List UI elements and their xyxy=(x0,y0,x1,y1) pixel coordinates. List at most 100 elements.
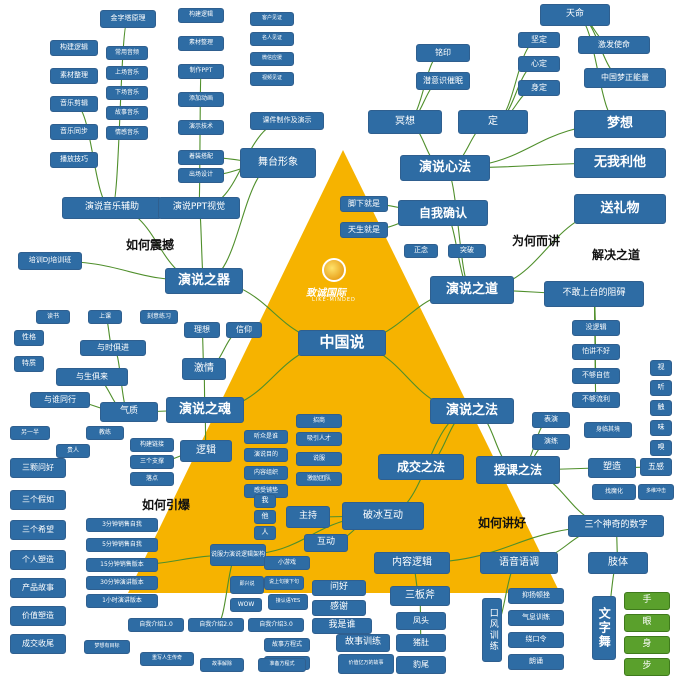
logic-item: 构建链接 xyxy=(130,438,174,452)
center-node: 中国说 xyxy=(298,330,386,356)
golden-node: 金字塔原理 xyxy=(100,10,156,28)
shape-node: 塑造 xyxy=(588,458,636,478)
three-numbers-node: 三个神奇的数字 xyxy=(568,515,664,537)
settle-item: 坚定 xyxy=(518,32,560,48)
passion-item: 理想 xyxy=(184,322,220,338)
music-item: 音乐剪辑 xyxy=(50,96,98,112)
ppt-item: 演示技术 xyxy=(178,120,224,135)
teach-mid: 身临其境 xyxy=(584,422,632,438)
left-col-item: 三个假如 xyxy=(10,490,66,510)
left-col-item: 成交收尾 xyxy=(10,634,66,654)
music-sub: 常用音频 xyxy=(106,46,148,60)
teach-item: 演练 xyxy=(532,434,570,450)
magic-item: 说上句接下句 xyxy=(264,576,304,590)
left-col-item: 三颗问好 xyxy=(10,458,66,478)
ppt-item: 制作PPT xyxy=(178,64,224,79)
music-sub: 下场音乐 xyxy=(106,86,148,100)
music-item: 音乐同步 xyxy=(50,124,98,140)
mandate-item: 激发使命 xyxy=(578,36,650,54)
gift-node: 送礼物 xyxy=(574,194,666,224)
voice-node: 语音语调 xyxy=(480,552,558,574)
branch-fa: 演说之法 xyxy=(430,398,514,424)
sense-item: 触 xyxy=(650,400,672,416)
teach-item: 表演 xyxy=(532,412,570,428)
logo-icon xyxy=(322,258,346,282)
music-item: 素材整理 xyxy=(50,68,98,84)
label-ruhe-zhenhan: 如何震撼 xyxy=(126,238,175,252)
persuade-node: 说服力演说逻辑架构 xyxy=(210,544,266,566)
logo-name: 致诚国际 xyxy=(306,288,346,299)
interact-node: 破冰互动 xyxy=(342,502,424,530)
meditation-item: 潜意识催眠 xyxy=(416,72,470,90)
multi-voice-node: 多维冲击 xyxy=(638,484,674,500)
logic-node: 逻辑 xyxy=(180,440,232,462)
magic-item: 即兴说 xyxy=(230,576,264,594)
who-node: 我是谁 xyxy=(312,618,372,634)
story-item: 故事方程式 xyxy=(264,638,310,652)
role-item: 人 xyxy=(254,526,276,540)
dream-node: 梦想 xyxy=(574,110,666,138)
magic-item: 接认语YES xyxy=(268,594,308,610)
speech-level: 5分钟销售自我 xyxy=(86,538,158,552)
intro-sub: 故事解除 xyxy=(200,658,244,672)
qizhi-item: 另一半 xyxy=(10,426,50,440)
voice-item: 绕口令 xyxy=(508,632,564,648)
ppt-item: 添加动画 xyxy=(178,92,224,107)
connect-sub: 刻意练习 xyxy=(140,310,178,324)
confirm-node: 自我确认 xyxy=(398,200,488,226)
sense-item: 听 xyxy=(650,380,672,396)
selfless-node: 无我利他 xyxy=(574,148,666,178)
passion-item: 信仰 xyxy=(226,322,262,338)
music-sub: 故事音乐 xyxy=(106,106,148,120)
ppt-sub: 微信应援 xyxy=(250,52,294,66)
music-item: 构建逻辑 xyxy=(50,40,98,56)
logo-sub: LIKE-MINDED xyxy=(312,297,356,303)
connect-item: 与谁同行 xyxy=(30,392,90,408)
fear-node: 不敢上台的阻碍 xyxy=(544,281,644,307)
stage-item: 着装搭配 xyxy=(178,150,224,165)
ppt-item: 构建逻辑 xyxy=(178,8,224,23)
stage-node: 舞台形象 xyxy=(240,148,316,178)
content-logic-node: 内容逻辑 xyxy=(374,552,450,574)
text-dance-item: 眼 xyxy=(624,614,670,632)
deal-item: 吸引人才 xyxy=(296,432,342,446)
connector-line xyxy=(444,167,473,291)
music-item: 播放技巧 xyxy=(50,152,98,168)
qizhi-node: 气质 xyxy=(100,402,158,422)
branch-hun: 演说之魂 xyxy=(166,397,244,423)
story-item: 价值亿万的故事 xyxy=(338,654,394,674)
voice-item: 朗诵 xyxy=(508,654,564,670)
qizhi-item: 教练 xyxy=(86,426,124,440)
intro-sub: 准备方程式 xyxy=(258,658,306,672)
role-item: 我 xyxy=(254,494,276,508)
confirm-item: 脚下就是 xyxy=(340,196,388,212)
fake-node: 找魔化 xyxy=(592,484,636,500)
passion-node: 激情 xyxy=(182,358,226,380)
oral-node: 口风训练 xyxy=(482,598,502,662)
trait-item: 性格 xyxy=(14,330,44,346)
qizhi-item: 贵人 xyxy=(56,444,90,458)
label-ruhe-yinbao: 如何引爆 xyxy=(142,498,191,512)
sense-item: 嗅 xyxy=(650,440,672,456)
left-col-item: 产品故事 xyxy=(10,578,66,598)
voice-item: 气息训练 xyxy=(508,610,564,626)
logic-item: 三个支撑 xyxy=(130,455,174,469)
fear-item: 没逻辑 xyxy=(572,320,620,336)
meditation-node: 冥想 xyxy=(368,110,442,134)
speech-level: 1小时演讲版本 xyxy=(86,594,158,608)
music-aid-node: 演说音乐辅助 xyxy=(62,197,162,219)
deal-left: 听众是谁 xyxy=(244,430,288,444)
deal-left: 内容组织 xyxy=(244,466,288,480)
deal-item: 招商 xyxy=(296,414,342,428)
breakthrough-item: 突破 xyxy=(448,244,486,258)
body-node: 肢体 xyxy=(588,552,648,574)
role-item: 他 xyxy=(254,510,276,524)
settle-item: 心定 xyxy=(518,56,560,72)
voice-item: 抑扬顿挫 xyxy=(508,588,564,604)
left-col-item: 个人塑造 xyxy=(10,550,66,570)
text-dance-item: 步 xyxy=(624,658,670,676)
host-node: 主持 xyxy=(286,506,330,528)
text-dance-node: 文字舞 xyxy=(592,596,616,660)
teach-node: 授课之法 xyxy=(476,456,560,484)
hu-node: 互动 xyxy=(304,534,348,552)
